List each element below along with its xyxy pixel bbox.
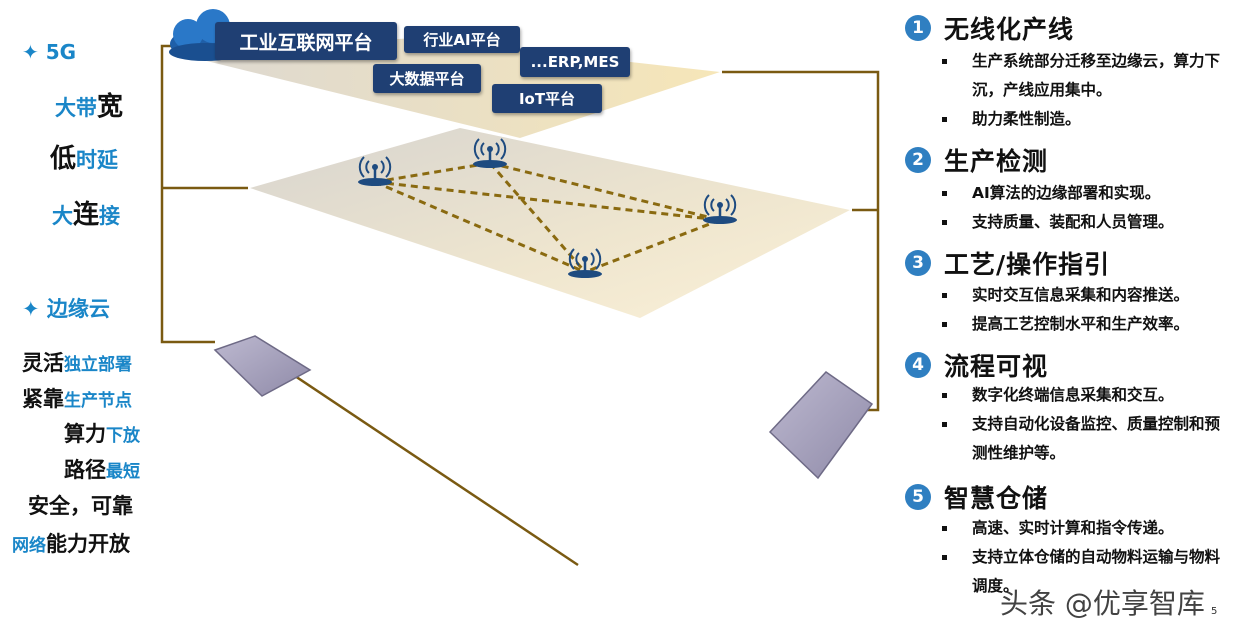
page-number: 5 — [1211, 606, 1218, 617]
feature-text: 低 — [50, 144, 77, 174]
bullet-item: 支持质量、装配和人员管理。 — [942, 208, 1232, 237]
bullet-item: 实时交互信息采集和内容推送。 — [942, 281, 1232, 310]
label-5g: ✦ 5G — [22, 40, 76, 64]
section-title: 智慧仓储 — [944, 484, 1049, 513]
edge-feature-4: 路径最短 — [64, 454, 140, 484]
platform-box-ai: 行业AI平台 — [404, 26, 520, 53]
feature-text: 大 — [52, 204, 73, 228]
number-badge: 4 — [905, 352, 931, 378]
bullet-item: 支持自动化设备监控、质量控制和预测性维护等。 — [942, 410, 1232, 468]
feature-text: 网络 — [12, 536, 46, 556]
antenna-icon — [358, 156, 392, 186]
edge-feature-1: 灵活独立部署 — [22, 347, 132, 377]
edge-feature-5: 安全，可靠 — [28, 490, 133, 520]
feature-text: 紧靠 — [22, 387, 64, 411]
platform-main-box: 工业互联网平台 — [215, 22, 397, 60]
feature-text: 算力 — [64, 422, 106, 446]
sparkle-icon: ✦ — [22, 297, 40, 321]
number-badge: 3 — [905, 250, 931, 276]
network-plane — [250, 128, 850, 318]
feature-text: 宽 — [97, 92, 124, 122]
feature-connection: 大连接 — [52, 194, 120, 231]
edge-feature-2: 紧靠生产节点 — [22, 383, 132, 413]
bullet-item: 生产系统部分迁移至边缘云，算力下沉，产线应用集中。 — [942, 47, 1232, 105]
feature-text: 安全，可靠 — [28, 494, 133, 518]
network-links — [374, 161, 721, 274]
antenna-icon — [703, 194, 737, 224]
feature-text: 独立部署 — [64, 355, 132, 375]
feature-latency: 低时延 — [50, 138, 118, 175]
feature-text: 下放 — [106, 426, 140, 446]
number-badge: 1 — [905, 15, 931, 41]
bullet-item: 提高工艺控制水平和生产效率。 — [942, 310, 1232, 339]
bullet-item: 支持立体仓储的自动物料运输与物料调度。 — [942, 543, 1232, 601]
feature-text: 连 — [73, 200, 100, 230]
label-edge-cloud: ✦ 边缘云 — [22, 293, 110, 323]
edge-panel-right — [768, 371, 874, 480]
feature-text: 最短 — [106, 462, 140, 482]
section-3-header: 3 工艺/操作指引 — [905, 245, 1110, 281]
edge-panel-left — [213, 335, 312, 397]
left-bracket — [160, 44, 248, 344]
watermark: 头条 @优享智库 — [1000, 587, 1205, 620]
section-2-header: 2 生产检测 — [905, 142, 1048, 178]
feature-text: 路径 — [64, 458, 106, 482]
number-badge: 2 — [905, 147, 931, 173]
feature-text: 生产节点 — [64, 391, 132, 411]
platform-box-iot: IoT平台 — [492, 84, 602, 113]
bullet-item: 助力柔性制造。 — [942, 105, 1232, 134]
section-title: 无线化产线 — [944, 15, 1075, 44]
section-title: 工艺/操作指引 — [944, 250, 1111, 279]
5g-label: 5G — [45, 40, 77, 64]
bullet-item: 数字化终端信息采集和交互。 — [942, 381, 1232, 410]
feature-text: 时延 — [76, 148, 119, 172]
feature-text: 能力开放 — [46, 532, 130, 556]
platform-box-erp: ...ERP,MES — [520, 47, 630, 77]
antenna-icon — [473, 138, 507, 168]
edge-feature-3: 算力下放 — [64, 418, 140, 448]
section-title: 流程可视 — [944, 352, 1049, 381]
edge-cloud-label: 边缘云 — [46, 297, 110, 321]
bullet-item: AI算法的边缘部署和实现。 — [942, 179, 1232, 208]
sparkle-icon: ✦ — [22, 40, 39, 64]
number-badge: 5 — [905, 484, 931, 510]
feature-text: 接 — [99, 204, 121, 228]
feature-bandwidth: 大带宽 — [55, 86, 123, 123]
bullet-item: 高速、实时计算和指令传递。 — [942, 514, 1232, 543]
section-1-header: 1 无线化产线 — [905, 10, 1074, 46]
feature-text: 灵活 — [22, 351, 64, 375]
antenna-icon — [568, 248, 602, 278]
edge-feature-6: 网络能力开放 — [12, 528, 130, 558]
section-title: 生产检测 — [944, 147, 1049, 176]
link-line — [282, 366, 579, 567]
platform-box-bigdata: 大数据平台 — [373, 64, 481, 93]
feature-text: 大带 — [55, 96, 97, 120]
section-4-header: 4 流程可视 — [905, 347, 1048, 383]
section-5-header: 5 智慧仓储 — [905, 479, 1048, 515]
